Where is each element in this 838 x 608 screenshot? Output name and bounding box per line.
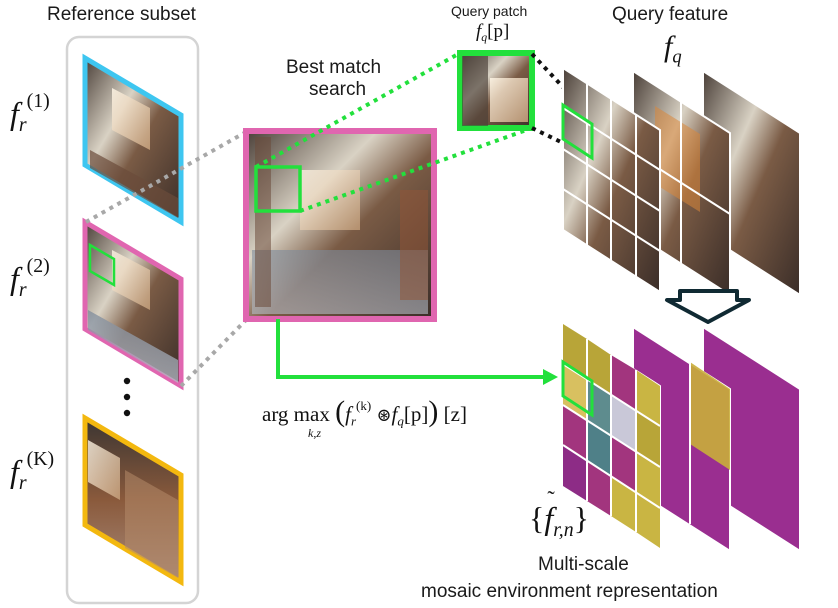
reference-image-1 (82, 53, 184, 227)
match-to-mosaic-arrow (276, 319, 545, 379)
query-patch-image (457, 50, 535, 131)
best-match-image (243, 128, 437, 322)
query-feature-patch-highlight (561, 102, 594, 161)
refk-math-label: fr(K) (10, 448, 55, 494)
mosaic-layer-1 (561, 322, 661, 550)
mosaic-patch-highlight (561, 359, 594, 418)
query-feature-math: fq (664, 30, 682, 68)
mosaic-label-line2: mosaic environment representation (421, 581, 718, 602)
ref1-math-label: fr(1) (10, 90, 50, 136)
mosaic-stack (561, 322, 801, 553)
best-match-label-line1: Best match (286, 57, 382, 78)
ellipsis-dot (123, 409, 131, 417)
ref2-math-label: fr(2) (10, 255, 50, 301)
down-arrow-icon (665, 289, 751, 324)
query-patch-math: fq[p] (476, 21, 510, 45)
reference-subset-panel (65, 35, 200, 605)
connector-dotted (179, 318, 248, 388)
reference-image-k (82, 413, 184, 587)
mosaic-set-math: {f˜r,n} (529, 486, 589, 541)
mosaic-label-line1: Multi-scale (538, 554, 629, 575)
query-feature-layer-1 (561, 66, 661, 294)
reference-image-2 (82, 217, 184, 391)
query-patch-label: Query patch (451, 3, 528, 19)
reference-patch-highlight (88, 242, 116, 288)
ellipsis-dot (123, 377, 131, 385)
best-match-patch-highlight (254, 165, 302, 213)
query-feature-stack (561, 66, 801, 297)
connector-dotted (85, 130, 247, 224)
ellipsis-dot (123, 393, 131, 401)
arrow-head-icon (543, 369, 558, 385)
query-feature-label: Query feature (612, 4, 729, 25)
best-match-label-line2: search (309, 79, 367, 100)
reference-subset-label: Reference subset (47, 4, 196, 25)
connector-green-dotted (255, 51, 461, 169)
